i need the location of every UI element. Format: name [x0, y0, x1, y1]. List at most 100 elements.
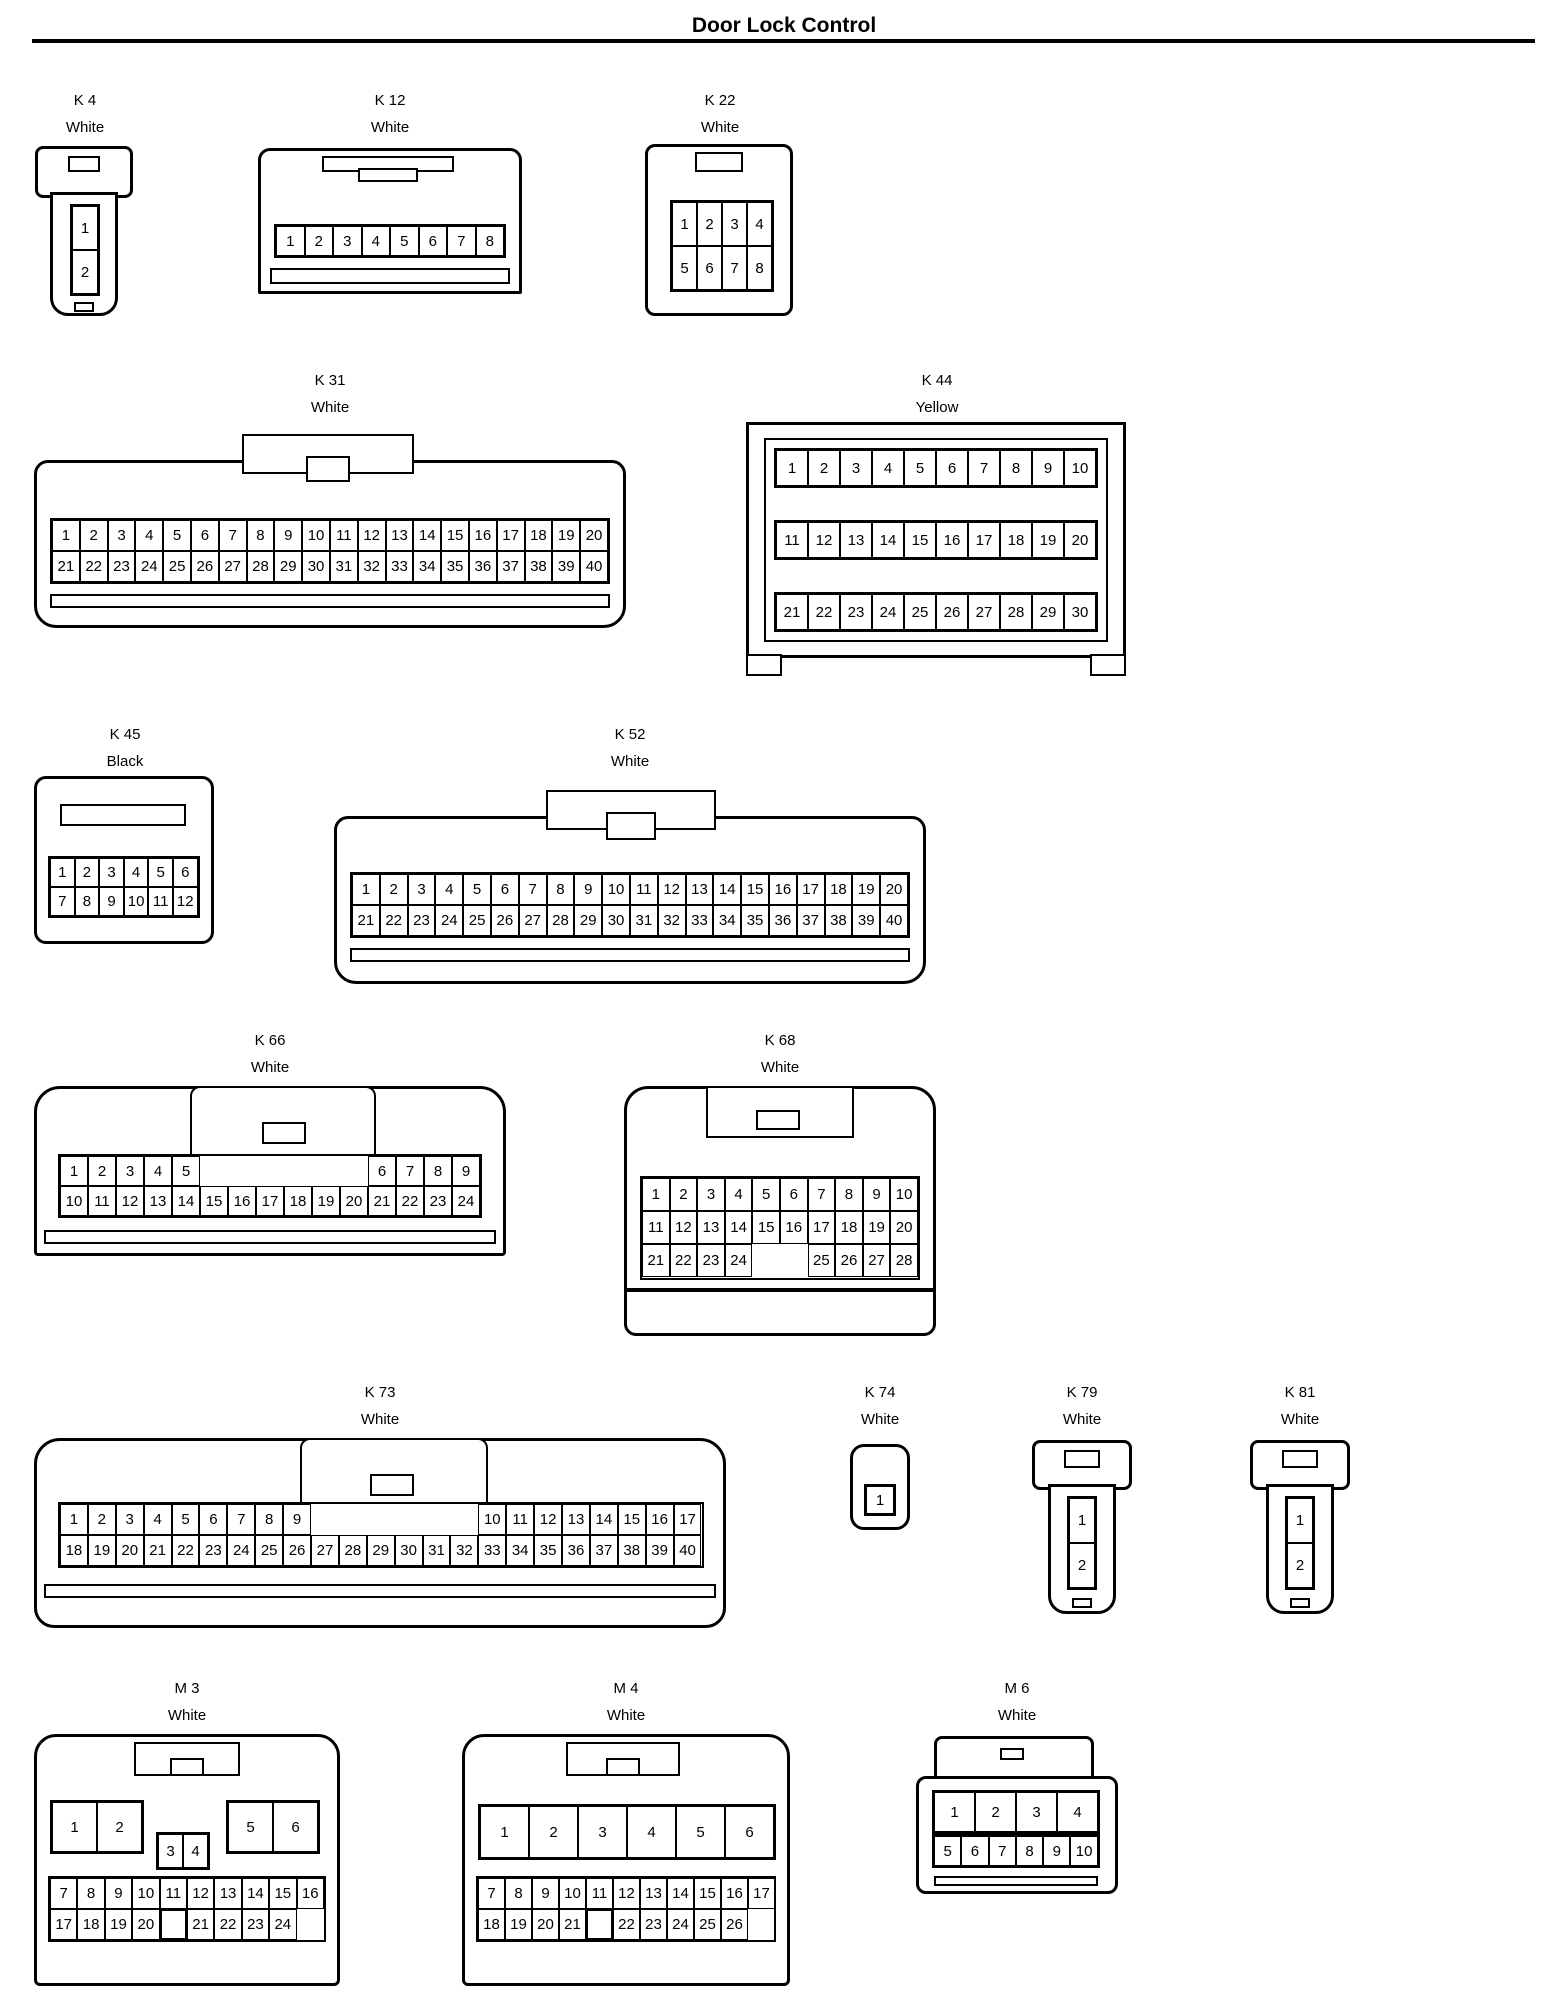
pin: 16: [228, 1186, 256, 1216]
connector-color: White: [370, 119, 410, 136]
pin: 11: [506, 1504, 535, 1535]
pin-gap: [311, 1504, 339, 1535]
connector-k44: K 44 Yellow 1 2 3 4 5 6 7 8 9 10 11 12 1…: [742, 372, 1132, 682]
pin: 20: [532, 1909, 559, 1940]
pin: 8: [74, 887, 100, 916]
pin: 29: [1032, 594, 1064, 630]
pin: 6: [368, 1156, 396, 1186]
pin: 1: [72, 206, 98, 250]
connector-color: White: [700, 119, 740, 136]
pin-grid: 1 2 3 4 5 6 7 8 9 10 11 12 13 14 15 16 1…: [640, 1176, 920, 1280]
pin: 27: [862, 1244, 891, 1277]
pin: 27: [218, 551, 247, 582]
connector-tab: [1072, 1598, 1092, 1608]
pin: 13: [685, 874, 714, 905]
pin: 3: [333, 226, 362, 256]
pin: 2: [304, 226, 333, 256]
connector-latch: [1282, 1450, 1318, 1468]
pin: 17: [968, 522, 1000, 558]
pin: 14: [172, 1186, 200, 1216]
pin: 12: [357, 520, 386, 551]
pin: 23: [241, 1909, 270, 1940]
connector-color: White: [310, 399, 350, 416]
connector-rail: [270, 268, 510, 284]
pin: 6: [172, 858, 198, 887]
connector-k52: K 52 White 1 2 3 4 5 6 7 8 9 10 11 12 13…: [330, 726, 930, 988]
pin: 26: [721, 1909, 748, 1940]
pin: 4: [627, 1806, 676, 1858]
pin: 5: [171, 1504, 200, 1535]
connector-k74: K 74 White 1: [840, 1384, 920, 1544]
pin: 3: [158, 1834, 183, 1868]
pin: 1: [672, 202, 697, 246]
pin: 8: [546, 874, 575, 905]
pin: 8: [1015, 1836, 1044, 1866]
pin: 12: [613, 1878, 640, 1909]
connector-latch: [1064, 1450, 1100, 1468]
connector-rail: [44, 1584, 716, 1598]
pin: 3: [116, 1156, 144, 1186]
pin: 17: [496, 520, 525, 551]
connector-k12: K 12 White 1 2 3 4 5 6 7 8: [250, 92, 530, 302]
pin: 24: [269, 1909, 297, 1940]
pin: 11: [159, 1878, 187, 1909]
pin: 12: [669, 1211, 698, 1244]
pin: 12: [534, 1504, 563, 1535]
pin: 5: [390, 226, 419, 256]
pin: 6: [779, 1178, 808, 1211]
pin: 16: [721, 1878, 748, 1909]
pin: 10: [123, 887, 149, 916]
connector-color: White: [167, 1707, 207, 1724]
pin: 4: [747, 202, 772, 246]
pin: 38: [617, 1535, 646, 1566]
pin: 16: [468, 520, 497, 551]
connector-k45: K 45 Black 1 2 3 4 5 6 7 8 9 10 11 12: [30, 726, 220, 952]
pin: 6: [273, 1802, 318, 1852]
pin: 15: [617, 1504, 646, 1535]
pin: 39: [645, 1535, 674, 1566]
pin-gap: [450, 1504, 479, 1535]
pin: 4: [435, 874, 464, 905]
pin: 37: [496, 551, 525, 582]
pin: 23: [407, 905, 436, 936]
pin: 18: [284, 1186, 312, 1216]
pin: 17: [748, 1878, 775, 1909]
pin: 7: [227, 1504, 256, 1535]
pin: 15: [752, 1211, 780, 1244]
pin: 14: [713, 874, 742, 905]
connector-m4: M 4 White 1 2 3 4 5 6 7 8 9 10 11 12 13 …: [458, 1680, 794, 1994]
pin: 5: [934, 1836, 962, 1866]
pin: 2: [97, 1802, 142, 1852]
pin: 2: [1069, 1543, 1095, 1588]
pin-grid: 1 2 3 4 5 6 7 8 9 10: [774, 448, 1098, 488]
pin: 4: [361, 226, 390, 256]
pin: 10: [132, 1878, 160, 1909]
pin: 4: [143, 1504, 172, 1535]
pin: 36: [468, 551, 497, 582]
pin: 22: [613, 1909, 640, 1940]
pin: 16: [768, 874, 797, 905]
pin: 23: [107, 551, 136, 582]
pin: 4: [123, 858, 149, 887]
pin-gap: [284, 1156, 312, 1186]
pin: 26: [936, 594, 968, 630]
connector-id: K 81: [1284, 1384, 1316, 1401]
pin: 9: [1032, 450, 1064, 486]
pin: 4: [872, 450, 904, 486]
pin: 25: [163, 551, 191, 582]
pin: 14: [589, 1504, 618, 1535]
pin: 24: [667, 1909, 694, 1940]
pin: 1: [352, 874, 380, 905]
pin: 35: [534, 1535, 563, 1566]
pin: 1: [60, 1156, 88, 1186]
pin: 33: [385, 551, 414, 582]
pin: 20: [340, 1186, 368, 1216]
connector-color: Black: [106, 753, 144, 770]
pin: 25: [463, 905, 491, 936]
pin: 22: [669, 1244, 698, 1277]
pin-grid: 1 2 3 4: [932, 1790, 1100, 1834]
pin-grid: 1 2: [1067, 1496, 1097, 1590]
pin: 20: [132, 1909, 160, 1940]
pin: 8: [424, 1156, 452, 1186]
pin: 35: [741, 905, 769, 936]
